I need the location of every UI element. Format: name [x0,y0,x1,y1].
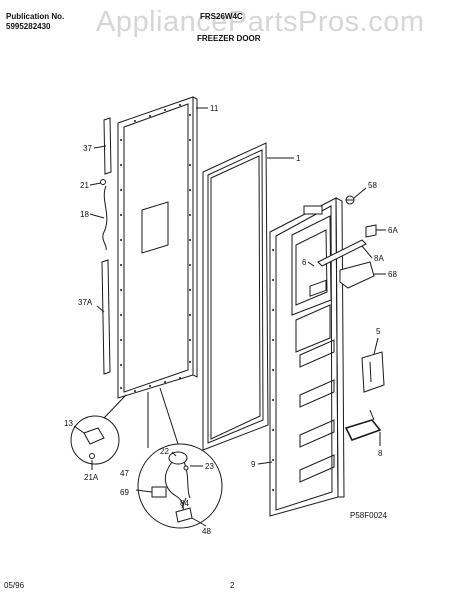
outer-door-panel [117,96,198,399]
bracket-8 [344,409,382,441]
wire-harness-47 [164,461,184,519]
part-6A [365,224,377,238]
callout-6: 6 [302,258,307,267]
hinge-block-13 [83,427,105,445]
detail-circle-wiring [137,443,223,529]
paddle-68 [339,261,375,289]
detail-circle-hinge [70,415,120,465]
callout-5: 5 [376,327,381,336]
switch-5 [361,351,385,393]
callout-69: 69 [120,488,129,497]
section-title: FREEZER DOOR [197,34,261,43]
footer-date: 05/96 [4,581,25,590]
callout-37A: 37A [78,298,93,307]
callout-1: 1 [296,154,301,163]
publication-label: Publication No. [6,12,65,21]
screw-23 [183,465,189,471]
callout-18: 18 [80,210,89,219]
connector-69 [151,486,167,498]
screw-58 [345,195,355,205]
inner-door-liner [269,197,345,517]
callout-21: 21 [80,181,89,190]
callout-13: 13 [64,419,73,428]
model-number: FRS26W4C [200,12,243,21]
liner-screw-holes [272,249,274,491]
callout-68: 68 [388,270,397,279]
callout-58: 58 [368,181,377,190]
callout-22: 22 [160,447,169,456]
wire-harness [102,185,108,251]
publication-number: 5995282430 [6,22,51,31]
callout-8: 8 [378,449,383,458]
door-gasket [202,142,269,451]
callout-23: 23 [205,462,214,471]
hinge-strip-upper [103,117,112,175]
callout-84: 84 [180,499,189,508]
outer-panel-screw-holes [120,104,191,392]
connector-22 [168,451,188,465]
callout-21A: 21A [84,473,99,482]
clip-84 [175,507,193,523]
callout-9: 9 [251,460,256,469]
callout-labels: 11 1 37 21 18 37A 58 6A 8A 6 68 5 8 9 13… [64,104,398,536]
callout-6A: 6A [388,226,398,235]
watermark: AppliancePartsPros.com [96,6,425,38]
screw-21A [89,453,95,459]
callout-47: 47 [120,469,129,478]
bracket-8A [317,239,367,267]
figure-code: P58F0024 [350,511,387,520]
callout-37: 37 [83,144,92,153]
leader-lines [73,107,386,527]
callout-48: 48 [202,527,211,536]
footer-page-number: 2 [230,581,235,590]
callout-11: 11 [210,104,219,113]
callout-8A: 8A [374,254,384,263]
screw-21 [100,179,106,185]
hinge-strip-lower [101,259,111,375]
